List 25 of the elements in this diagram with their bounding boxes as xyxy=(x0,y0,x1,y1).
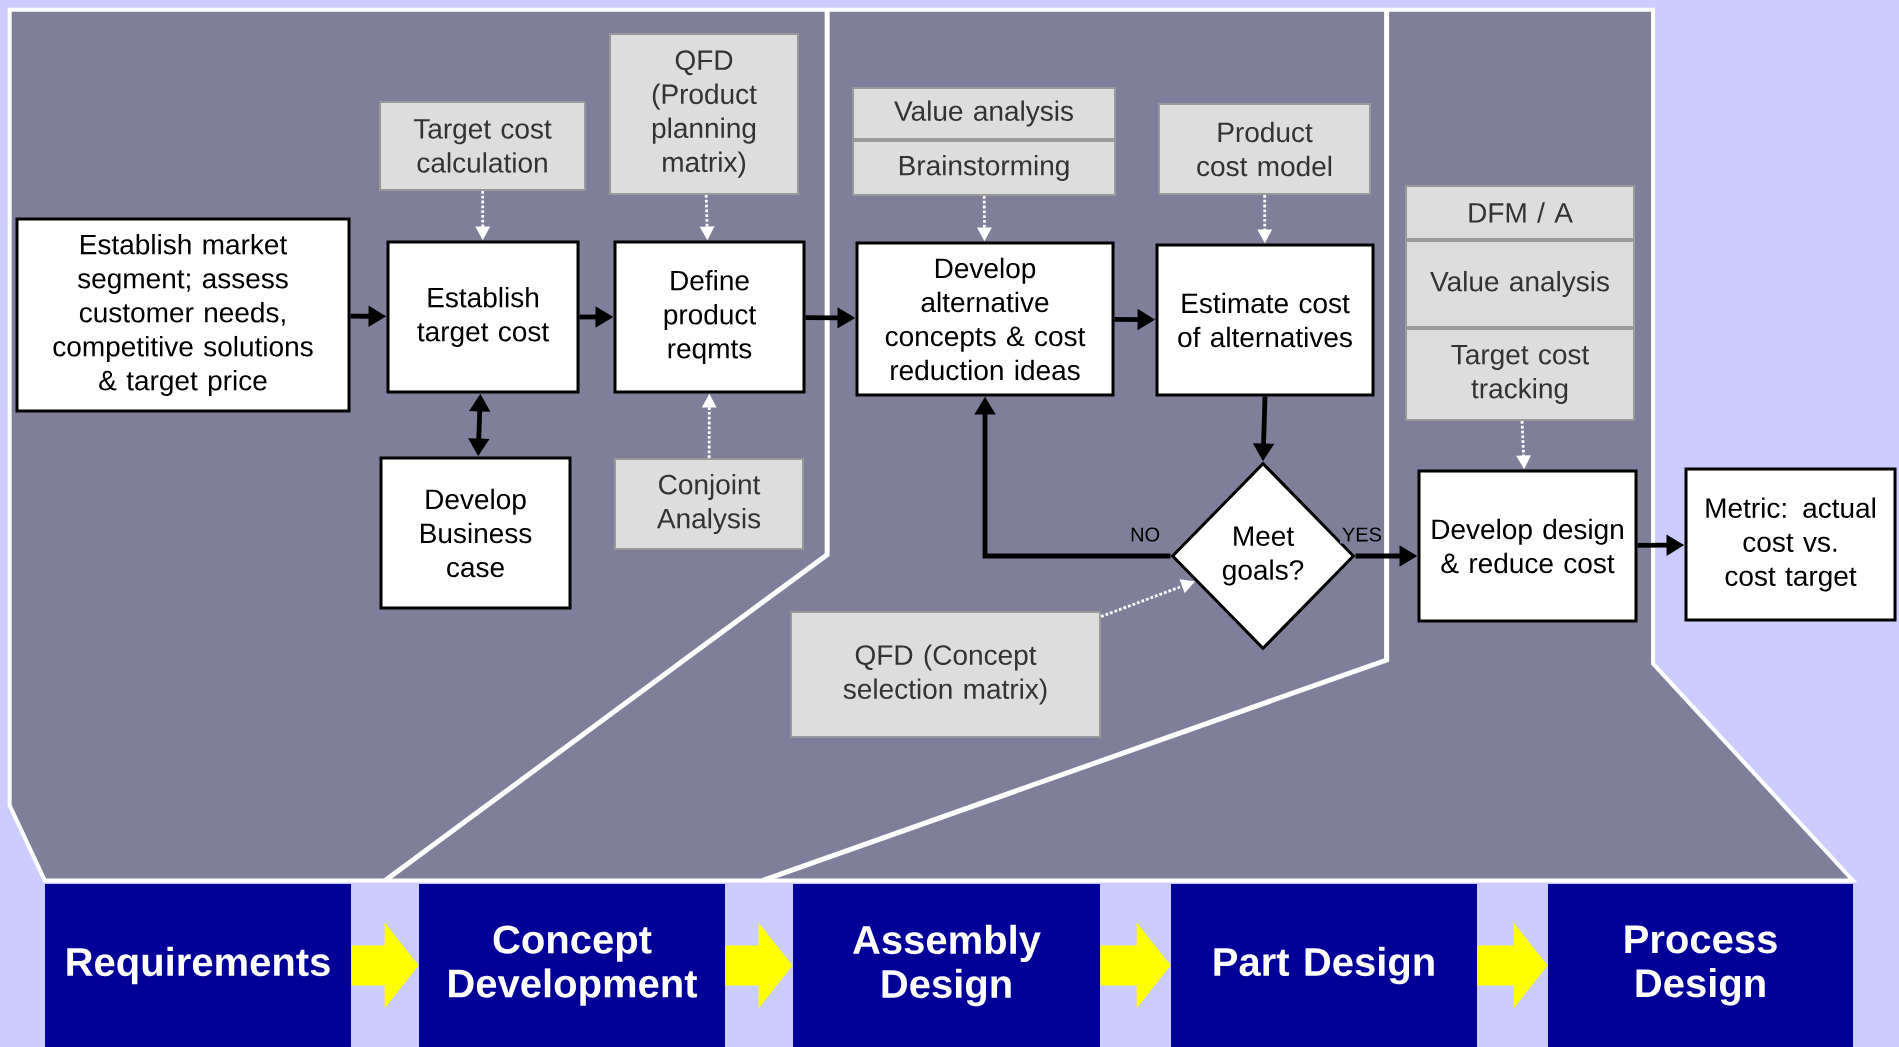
method-box: QFD (Concept selection matrix) xyxy=(790,611,1101,738)
method-box: Conjoint Analysis xyxy=(614,458,804,550)
process-box: Develop design & reduce cost xyxy=(1417,469,1638,623)
process-box: Metric: actual cost vs. cost target xyxy=(1684,467,1897,622)
process-box: Develop Business case xyxy=(379,456,572,610)
phase-box: Process Design xyxy=(1548,884,1853,1047)
phase-box: Assembly Design xyxy=(793,884,1100,1047)
process-box: Estimate cost of alternatives xyxy=(1155,243,1375,397)
method-box: Product cost model xyxy=(1158,103,1371,195)
process-box: Define product reqmts xyxy=(613,240,806,394)
edge-label: NO xyxy=(1128,525,1163,544)
process-box: Establish target cost xyxy=(386,240,580,394)
method-box: QFD (Product planning matrix) xyxy=(609,33,799,195)
method-box: DFM / A xyxy=(1405,185,1635,240)
phase-box: Concept Development xyxy=(419,884,725,1047)
phase-box: Requirements xyxy=(45,884,351,1047)
process-box: Establish market segment; assess customer needs, competitive solutions & target price xyxy=(15,217,351,413)
process-box: Develop alternative concepts & cost reduction ideas xyxy=(855,241,1115,397)
method-box: Target cost calculation xyxy=(379,101,586,191)
method-box: Brainstorming xyxy=(852,140,1116,196)
phase-box: Part Design xyxy=(1171,884,1477,1047)
method-box: Target cost tracking xyxy=(1405,328,1635,421)
method-box: Value analysis xyxy=(1405,240,1635,328)
method-box: Value analysis xyxy=(852,87,1116,140)
edge-label: YES xyxy=(1339,525,1384,544)
